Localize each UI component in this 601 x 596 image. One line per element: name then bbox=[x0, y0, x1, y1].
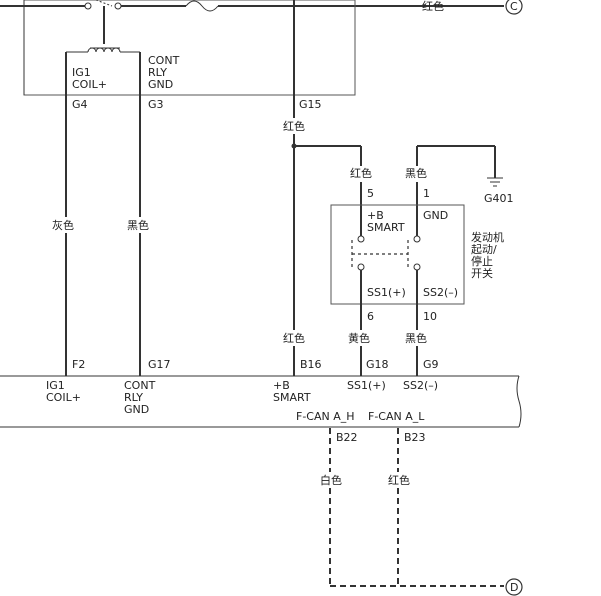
top-wire-color: 红色 bbox=[422, 0, 444, 13]
connector-d bbox=[505, 578, 523, 596]
switch-contact-ss2-icon bbox=[407, 206, 421, 305]
relay-coil-icon bbox=[66, 47, 140, 53]
connector-c-label: C bbox=[510, 0, 518, 13]
switch-term-gnd: GND bbox=[423, 209, 448, 222]
switch-ss2-label: SS2(–) bbox=[423, 286, 458, 299]
relay-cont-line1: CONT bbox=[148, 54, 180, 67]
ecu-pin-f2: F2 bbox=[72, 358, 85, 371]
switch-name-line2: 起动/ bbox=[471, 243, 497, 256]
ecu-b-line2: SMART bbox=[273, 391, 311, 404]
ecu-ss1: SS1(+) bbox=[347, 379, 386, 392]
ecu-cont-line3: GND bbox=[124, 403, 149, 416]
relay-cont-line3: GND bbox=[148, 78, 173, 91]
ecu-can-h: F-CAN A_H bbox=[296, 410, 355, 423]
relay-cont-line2: RLY bbox=[148, 66, 167, 79]
ground-label: G401 bbox=[484, 192, 514, 205]
ecu-box bbox=[0, 375, 522, 428]
switch-name-line3: 停止 bbox=[471, 254, 493, 268]
relay-pin-g3: G3 bbox=[148, 98, 164, 111]
connector-c bbox=[505, 0, 523, 15]
wire-g15-color: 红色 bbox=[283, 119, 305, 133]
relay-pin-g15: G15 bbox=[299, 98, 322, 111]
wire-red-to-5-label: 红色 bbox=[350, 166, 372, 180]
ecu-pin-b23: B23 bbox=[404, 431, 426, 444]
switch-pin-5: 5 bbox=[367, 187, 374, 200]
ecu-pin-g18: G18 bbox=[366, 358, 389, 371]
switch-name-line1: 发动机 bbox=[471, 230, 504, 244]
wire-white-label: 白色 bbox=[320, 473, 342, 487]
ecu-cont-line2: RLY bbox=[124, 391, 143, 404]
relay-ig1-line1: IG1 bbox=[72, 66, 91, 79]
switch-box bbox=[330, 204, 465, 305]
wire-yellow-label: 黄色 bbox=[348, 331, 370, 345]
switch-ss1-label: SS1(+) bbox=[367, 286, 406, 299]
ecu-b-line1: +B bbox=[273, 379, 290, 392]
wire-red-to-b16-label: 红色 bbox=[283, 331, 305, 345]
wire-black-left-label: 黑色 bbox=[127, 218, 149, 232]
ecu-ss2: SS2(–) bbox=[403, 379, 438, 392]
switch-contact-ss1-icon bbox=[351, 206, 365, 305]
switch-term-b-line1: +B bbox=[367, 209, 384, 222]
ecu-can-l: F-CAN A_L bbox=[368, 410, 425, 423]
relay-pin-g4: G4 bbox=[72, 98, 88, 111]
wire-black-to-g9-label: 黑色 bbox=[405, 331, 427, 345]
switch-pin-1: 1 bbox=[423, 187, 430, 200]
ecu-pin-g17: G17 bbox=[148, 358, 171, 371]
ecu-ig1-line1: IG1 bbox=[46, 379, 65, 392]
wire-gray-label: 灰色 bbox=[52, 218, 74, 232]
ecu-ig1-line2: COIL+ bbox=[46, 391, 81, 404]
relay-ig1-line2: COIL+ bbox=[72, 78, 107, 91]
fuse-icon bbox=[185, 0, 219, 12]
ground-icon bbox=[487, 177, 503, 187]
wire-red-can-l-label: 红色 bbox=[388, 473, 410, 487]
ecu-pin-b22: B22 bbox=[336, 431, 358, 444]
connector-d-label: D bbox=[510, 581, 518, 594]
switch-pin-10: 10 bbox=[423, 310, 437, 323]
ecu-pin-g9: G9 bbox=[423, 358, 439, 371]
switch-term-b-line2: SMART bbox=[367, 221, 405, 234]
wire-black-to-1-label: 黑色 bbox=[405, 166, 427, 180]
ecu-cont-line1: CONT bbox=[124, 379, 156, 392]
ecu-pin-b16: B16 bbox=[300, 358, 322, 371]
switch-name-line4: 开关 bbox=[471, 266, 493, 280]
top-supply-line bbox=[0, 0, 523, 15]
switch-pin-6: 6 bbox=[367, 310, 374, 323]
